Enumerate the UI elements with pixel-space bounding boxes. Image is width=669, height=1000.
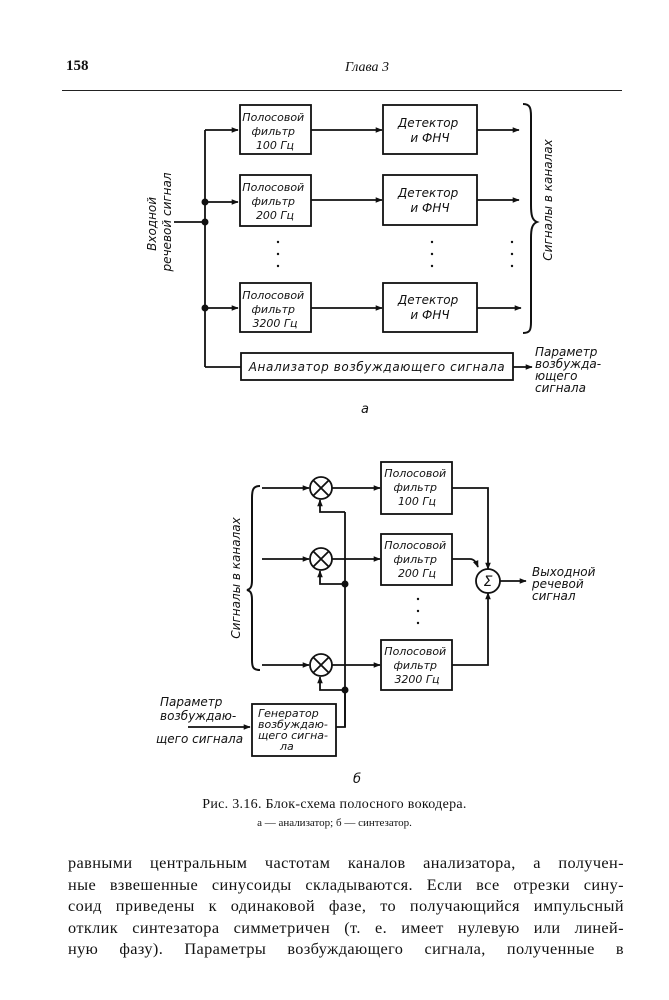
text-line: отклик синтезатора симметричен (т. е. им… — [68, 917, 624, 937]
body-paragraph: равными центральным частотам каналов ана… — [68, 852, 624, 960]
filter-label: Полосовой фильтр 200 Гц — [242, 181, 307, 222]
synthesizer-diagram — [188, 461, 527, 757]
filter-to-sum-arrow — [452, 558, 479, 568]
junction-dot — [201, 218, 209, 226]
excitation-feed-arrow — [317, 676, 345, 691]
filter-label: Полосовой фильтр 100 Гц — [384, 467, 449, 508]
text-line: равными центральным частотам каналов ана… — [68, 853, 624, 872]
detector-label: Детектор и ФНЧ — [397, 116, 462, 145]
page-number: 158 — [66, 58, 89, 74]
text-line: ные взвешенные синусоиды складываются. Е… — [68, 874, 624, 894]
filter-label: Полосовой фильтр 3200 Гц — [242, 289, 307, 330]
junction-dot — [341, 580, 349, 588]
right-brace — [522, 103, 540, 334]
generator-output-line — [336, 690, 346, 728]
generator-label: Генератор возбуждаю- щего сигна- ла — [258, 707, 332, 753]
sigma-icon: Σ — [484, 574, 493, 590]
channel-signals-label: Сигналы в каналах — [541, 138, 555, 260]
excitation-analyzer-label: Анализатор возбуждающего сигнала — [248, 360, 506, 374]
figure-caption-subtitle: а — анализатор; б — синтезатор. — [257, 817, 412, 829]
subfigure-label-a: а — [361, 402, 369, 417]
filter-label: Полосовой фильтр 100 Гц — [242, 111, 307, 152]
excitation-feed-arrow — [317, 570, 345, 585]
input-param-label: Параметр возбуждаю- щего сигнала — [156, 695, 243, 746]
output-param-label: Параметр возбужда- ющего сигнала — [535, 345, 605, 395]
subfigure-label-b: б — [353, 772, 361, 787]
output-signal-label: Выходной речевой сигнал — [531, 565, 599, 603]
detector-lpf-2 — [382, 174, 478, 226]
multiplier-3 — [309, 653, 333, 677]
text-line: ную фазу). Параметры возбуждающего сигна… — [68, 939, 624, 958]
multiplier-1 — [309, 476, 333, 500]
text-line: соид приведены к одинаковой фазе, то пол… — [68, 896, 624, 915]
detector-label: Детектор и ФНЧ — [397, 186, 462, 215]
ellipsis-dots — [276, 240, 514, 268]
header-rule — [62, 90, 622, 91]
filter-label: Полосовой фильтр 3200 Гц — [384, 645, 449, 686]
filter-label: Полосовой фильтр 200 Гц — [384, 539, 449, 580]
chapter-title: Глава 3 — [345, 60, 389, 75]
filter-to-sum-arrow — [452, 592, 491, 666]
multiplier-2 — [309, 547, 333, 571]
input-signal-label: Входной речевой сигнал — [145, 172, 174, 272]
channel-signals-label: Сигналы в каналах — [229, 516, 243, 638]
left-brace — [246, 485, 261, 671]
filter-to-sum-arrow — [452, 487, 491, 570]
figure-3-16: Входной речевой сигнал Полосовой фильтр … — [145, 103, 605, 787]
analyzer-diagram — [174, 103, 540, 381]
detector-label: Детектор и ФНЧ — [397, 293, 462, 322]
excitation-generator-box — [251, 703, 337, 757]
ellipsis-dots — [416, 597, 420, 625]
figure-caption-title: Рис. 3.16. Блок-схема полосного вокодера… — [202, 797, 467, 812]
excitation-feed-arrow — [317, 499, 345, 513]
